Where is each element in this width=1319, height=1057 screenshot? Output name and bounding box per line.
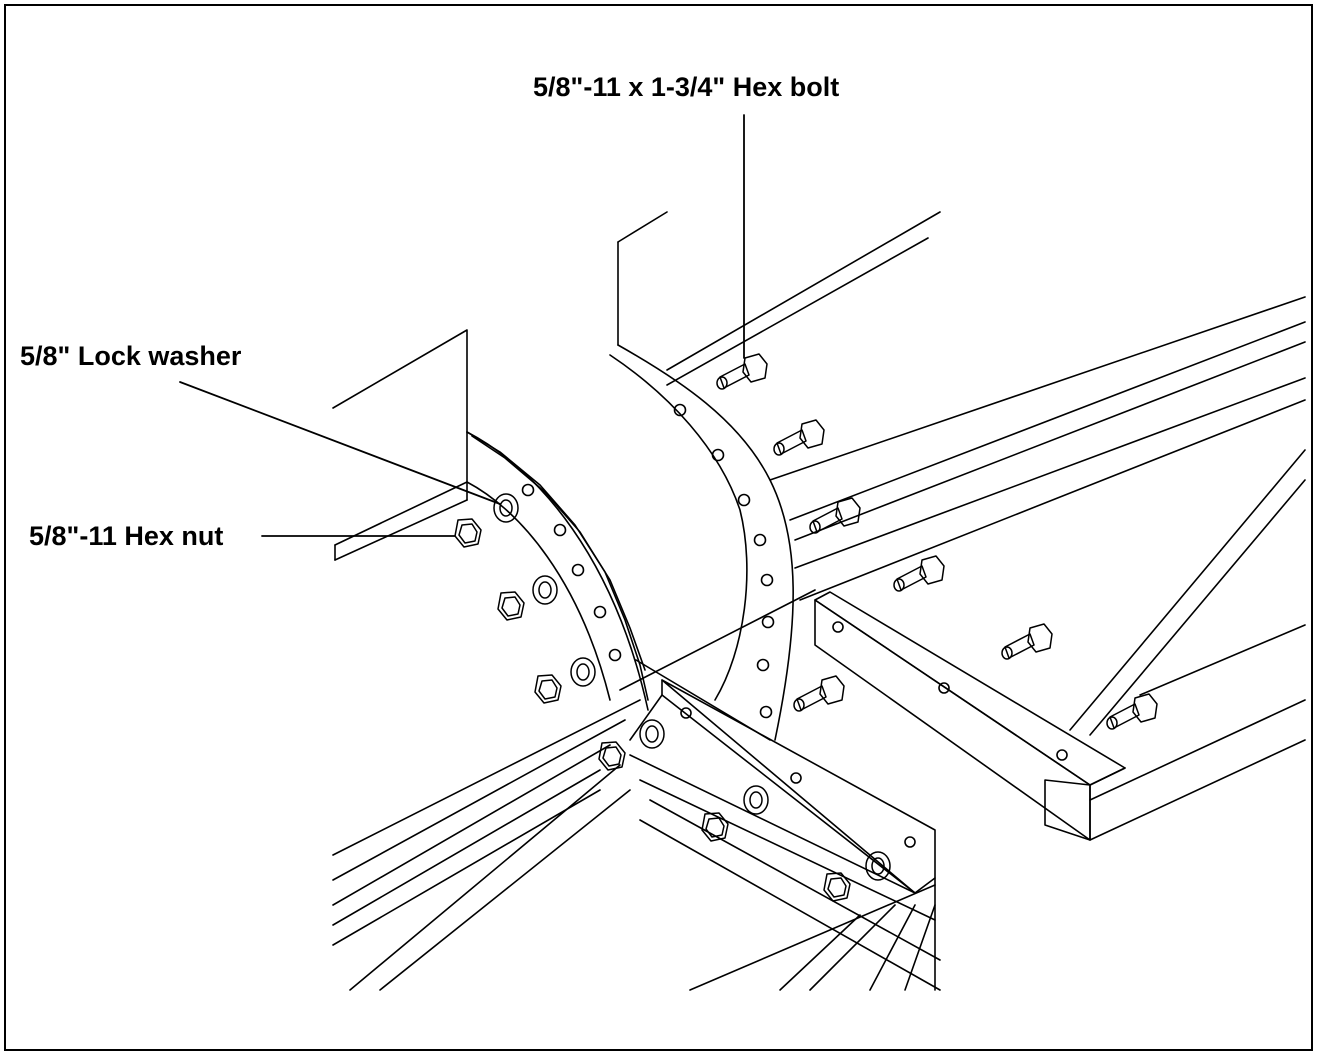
leader-washer — [179, 381, 501, 505]
hex-bolts — [716, 353, 1158, 730]
hex-nut-5 — [701, 812, 729, 842]
hex-nuts — [454, 518, 851, 902]
lock-washer-5 — [743, 785, 769, 815]
center-angle-bracket — [629, 679, 936, 894]
drawing-frame — [4, 4, 1313, 1051]
lock-washer-4 — [639, 719, 665, 749]
hex-bolt-5 — [1001, 623, 1053, 660]
hex-nut-6 — [823, 872, 851, 902]
lock-washer-1 — [493, 493, 519, 523]
left-panel — [332, 329, 649, 701]
right-angle-bracket — [814, 449, 1306, 841]
hex-bolt-6 — [1106, 693, 1158, 730]
hex-bolt-7 — [793, 675, 845, 712]
lock-washer-callout: 5/8" Lock washer — [20, 341, 242, 371]
right-upper-rails — [666, 211, 1306, 601]
hex-bolt-4 — [893, 555, 945, 592]
hex-bolt-2 — [773, 419, 825, 456]
center-panel — [609, 211, 794, 741]
hex-nut-callout: 5/8"-11 Hex nut — [29, 521, 224, 551]
lock-washer-2 — [532, 575, 558, 605]
lock-washer-3 — [570, 657, 596, 687]
hex-nut-1 — [454, 518, 482, 548]
lock-washer-6 — [865, 851, 891, 881]
hex-nut-4 — [598, 741, 626, 771]
leader-lines — [179, 114, 745, 537]
lower-frame — [332, 589, 941, 991]
hex-bolt-3 — [809, 497, 861, 534]
hex-nut-2 — [497, 591, 525, 621]
hex-bolt-1 — [716, 353, 768, 390]
hex-bolt-callout: 5/8"-11 x 1-3/4" Hex bolt — [533, 72, 840, 102]
left-curved-flange — [466, 431, 649, 711]
hex-nut-3 — [534, 674, 562, 704]
lock-washers — [493, 493, 891, 881]
